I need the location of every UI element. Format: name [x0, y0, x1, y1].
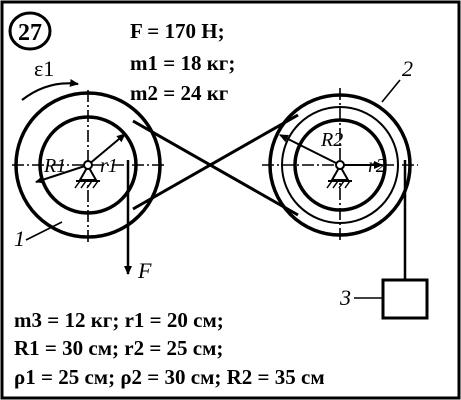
body-2-leader	[381, 79, 401, 103]
belt-strand-down	[132, 119, 299, 217]
problem-number-circle	[8, 11, 52, 51]
body-1-label: 1	[14, 226, 25, 251]
given-line-2: R1 = 30 см; r2 = 25 см;	[14, 336, 223, 360]
wheel-1-r1-arrow	[87, 133, 126, 166]
wheel-2-ground-hatch	[326, 180, 351, 189]
wheel-2	[262, 88, 418, 242]
R1-label: R1	[43, 155, 66, 177]
angular-acceleration-arrow	[21, 78, 79, 101]
load-3-block	[381, 278, 429, 320]
wheel-2-R2-arrow	[279, 134, 341, 166]
wheel-1	[12, 90, 164, 242]
wheel-1-R1-arrow	[35, 164, 89, 184]
given-mass-1: m1 = 18 кг;	[130, 51, 235, 75]
R2-label: R2	[320, 129, 343, 151]
body-1-leader	[25, 221, 63, 241]
wheel-2-hub	[335, 160, 345, 170]
given-line-1: m3 = 12 кг; r1 = 20 см;	[14, 308, 224, 332]
problem-number: 27	[18, 20, 42, 46]
crossed-belt	[132, 113, 299, 217]
wheel-1-hub	[83, 160, 93, 170]
body-2-label: 2	[402, 56, 413, 81]
wheel-1-ground-hatch	[74, 180, 99, 189]
force-F-label: F	[137, 258, 152, 283]
given-force: F = 170 Н;	[130, 19, 225, 43]
given-line-3: ρ1 = 25 см; ρ2 = 30 см; R2 = 35 см	[14, 365, 325, 389]
r2-label: r2	[368, 155, 386, 177]
belt-strand-up	[132, 113, 299, 211]
given-mass-2: m2 = 24 кг	[130, 81, 228, 105]
r1-label: r1	[100, 155, 118, 177]
epsilon-1-label: ε1	[34, 56, 54, 81]
body-3-label: 3	[339, 285, 351, 310]
